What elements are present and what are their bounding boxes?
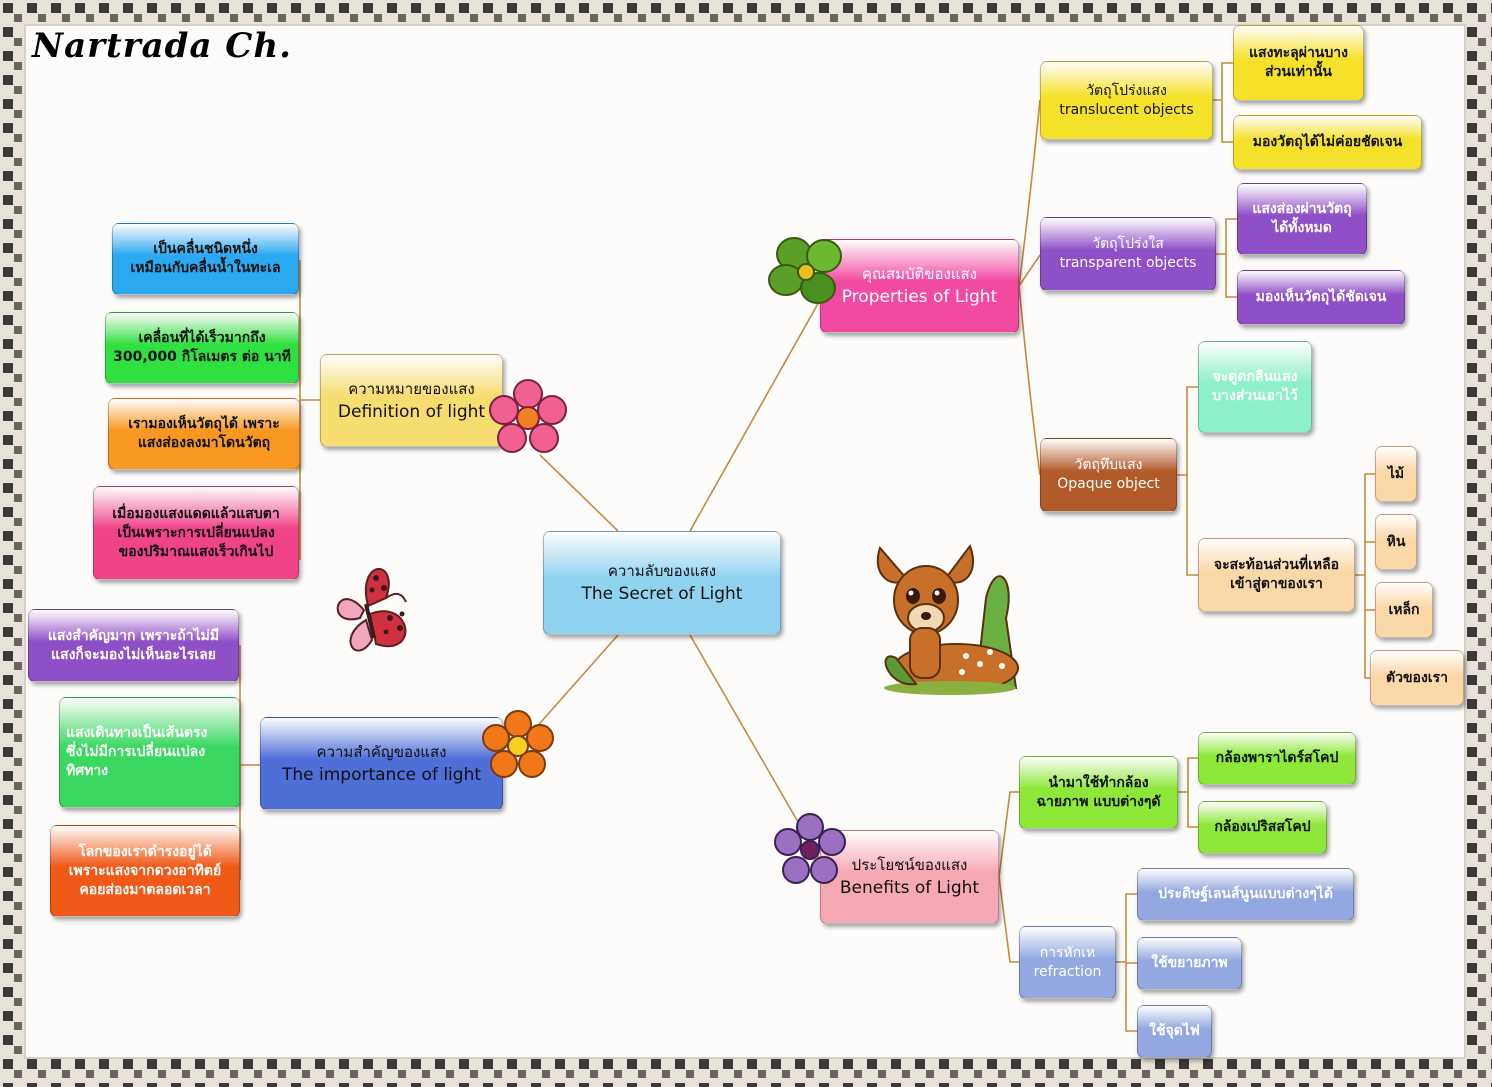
refraction-en: refraction (1033, 963, 1102, 980)
green-flower-icon (768, 237, 842, 304)
translucent-item[interactable]: มองวัตถุได้ไม่ค่อยชัดเจน (1233, 115, 1422, 170)
benefits-en: Benefits of Light (839, 878, 980, 898)
benefits-th: ประโยชน์ของแสง (851, 856, 968, 874)
opaque-node[interactable]: วัตถุทึบแสง Opaque object (1040, 438, 1177, 512)
opaque-example[interactable]: ไม้ (1375, 446, 1417, 502)
translucent-th: วัตถุโปร่งแสง (1086, 82, 1167, 99)
opaque-example[interactable]: ตัวของเรา (1370, 650, 1464, 706)
importance-node[interactable]: ความสำคัญของแสง The importance of light (260, 717, 503, 810)
item-line: นำมาใช้ทำกล้อง (1048, 774, 1149, 791)
center-node-th: ความลับของแสง (607, 562, 717, 580)
item-line: แสงทะลุผ่านบาง (1249, 45, 1348, 61)
transparent-en: transparent objects (1059, 255, 1197, 271)
item-line: คอยส่องมาตลอดเวลา (79, 881, 211, 898)
refraction-item[interactable]: ประดิษฐ์เลนส์นูนแบบต่างๆได้ (1137, 868, 1354, 921)
importance-th: ความสำคัญของแสง (316, 742, 447, 761)
item-line: แสงส่องผ่านวัตถุ (1252, 201, 1352, 217)
item-line: เพราะแสงจากดวงอาทิตย์ (68, 862, 222, 879)
item-line: เมื่อมองแสงแดดแล้วแสบตา (112, 505, 280, 522)
refraction-item[interactable]: ใช้จุดไฟ (1137, 1005, 1212, 1058)
item-line: มองเห็นวัตถุได้ชัดเจน (1255, 289, 1387, 305)
item-line: ของปริมาณแสงเร็วเกินไป (118, 543, 274, 560)
item-line: ได้ทั้งหมด (1272, 220, 1332, 236)
item-line: จะดูดกลืนแสง (1212, 369, 1298, 385)
importance-item[interactable]: แสงสำคัญมาก เพราะถ้าไม่มี แสงก็จะมองไม่เ… (28, 609, 239, 682)
item-line: แสงก็จะมองไม่เห็นอะไรเลย (51, 646, 216, 663)
item-line: แสงสำคัญมาก เพราะถ้าไม่มี (47, 627, 220, 644)
transparent-item[interactable]: มองเห็นวัตถุได้ชัดเจน (1237, 270, 1405, 325)
opaque-th: วัตถุทึบแสง (1074, 457, 1143, 473)
pink-flower-icon (489, 379, 567, 453)
properties-th: คุณสมบัติของแสง (862, 265, 977, 283)
item-line: บางส่วนเอาไว้ (1212, 388, 1298, 404)
deer-icon (876, 543, 1019, 695)
transparent-th: วัตถุโปร่งใส (1092, 236, 1164, 252)
translucent-en: translucent objects (1059, 101, 1194, 118)
item-line: มองวัตถุได้ไม่ค่อยชัดเจน (1252, 134, 1403, 150)
properties-en: Properties of Light (841, 287, 998, 307)
translucent-node[interactable]: วัตถุโปร่งแสง translucent objects (1040, 61, 1213, 140)
item-line: เคลื่อนที่ได้เร็วมากถึง (138, 330, 266, 346)
opaque-absorb-item[interactable]: จะดูดกลืนแสง บางส่วนเอาไว้ (1198, 341, 1312, 433)
example-label: หิน (1386, 533, 1406, 550)
item-line: ใช้ขยายภาพ (1151, 955, 1228, 971)
opaque-reflect-item[interactable]: จะสะท้อนส่วนที่เหลือ เข้าสู่ตาของเรา (1198, 538, 1355, 612)
refraction-item[interactable]: ใช้ขยายภาพ (1137, 937, 1242, 990)
definition-node[interactable]: ความหมายของแสง Definition of light (320, 354, 503, 447)
properties-node[interactable]: คุณสมบัติของแสง Properties of Light (820, 239, 1019, 333)
camera-node[interactable]: นำมาใช้ทำกล้อง ฉายภาพ แบบต่างๆดั (1019, 756, 1178, 829)
item-line: ส่วนเท่านั้น (1265, 64, 1332, 80)
camera-item[interactable]: กล้องพาราไดร์สโคป (1198, 732, 1356, 785)
center-node-en: The Secret of Light (581, 584, 743, 604)
center-node[interactable]: ความลับของแสง The Secret of Light (543, 531, 781, 635)
item-line: จะสะท้อนส่วนที่เหลือ (1213, 557, 1340, 573)
item-line: ทิศทาง (66, 763, 109, 779)
opaque-en: Opaque object (1057, 476, 1160, 492)
opaque-example[interactable]: หิน (1375, 514, 1417, 570)
author-signature: Nartrada Ch. (32, 26, 292, 66)
item-line: แสงเดินทางเป็นเส้นตรง (66, 725, 208, 741)
transparent-item[interactable]: แสงส่องผ่านวัตถุ ได้ทั้งหมด (1237, 183, 1367, 255)
refraction-th: การหักเห (1039, 944, 1096, 961)
definition-item[interactable]: เคลื่อนที่ได้เร็วมากถึง 300,000 กิโลเมตร… (105, 312, 299, 384)
example-label: ตัวของเรา (1386, 669, 1448, 686)
translucent-item[interactable]: แสงทะลุผ่านบาง ส่วนเท่านั้น (1233, 25, 1364, 101)
opaque-example[interactable]: เหล็ก (1375, 582, 1433, 638)
transparent-node[interactable]: วัตถุโปร่งใส transparent objects (1040, 217, 1216, 291)
definition-item[interactable]: เรามองเห็นวัตถุได้ เพราะ แสงส่องลงมาโดนว… (108, 398, 300, 470)
definition-item[interactable]: เป็นคลื่นชนิดหนึ่ง เหมือนกับคลื่นน้ำในทะ… (112, 223, 299, 295)
item-line: กล้องเปริสสโคป (1214, 819, 1311, 835)
definition-item[interactable]: เมื่อมองแสงแดดแล้วแสบตา เป็นเพราะการเปลี… (93, 486, 299, 580)
example-label: ไม้ (1387, 465, 1405, 482)
item-line: ประดิษฐ์เลนส์นูนแบบต่างๆได้ (1158, 886, 1333, 902)
item-line: ฉายภาพ แบบต่างๆดั (1036, 793, 1161, 810)
purple-flower-icon (774, 813, 846, 884)
definition-th: ความหมายของแสง (348, 379, 475, 398)
item-line: กล้องพาราไดร์สโคป (1215, 750, 1339, 766)
benefits-node[interactable]: ประโยชน์ของแสง Benefits of Light (820, 830, 999, 924)
importance-item[interactable]: โลกของเราดำรงอยู่ได้ เพราะแสงจากดวงอาทิต… (50, 825, 240, 917)
camera-item[interactable]: กล้องเปริสสโคป (1198, 801, 1327, 854)
item-line: โลกของเราดำรงอยู่ได้ (78, 843, 212, 860)
importance-item[interactable]: แสงเดินทางเป็นเส้นตรง ซึ่งไม่มีการเปลี่ย… (59, 697, 240, 808)
example-label: เหล็ก (1388, 601, 1420, 618)
item-line: เรามองเห็นวัตถุได้ เพราะ (128, 416, 280, 432)
item-line: เหมือนกับคลื่นน้ำในทะเล (130, 260, 281, 276)
item-line: เป็นเพราะการเปลี่ยนแปลง (117, 524, 275, 541)
item-line: เข้าสู่ตาของเรา (1230, 576, 1323, 592)
importance-en: The importance of light (281, 764, 482, 785)
item-line: แสงส่องลงมาโดนวัตถุ (137, 435, 271, 451)
item-line: 300,000 กิโลเมตร ต่อ นาที (113, 349, 291, 365)
orange-flower-icon (482, 710, 554, 778)
refraction-node[interactable]: การหักเห refraction (1019, 926, 1116, 999)
item-line: เป็นคลื่นชนิดหนึ่ง (153, 241, 258, 257)
butterfly-icon (336, 568, 407, 652)
item-line: ใช้จุดไฟ (1149, 1023, 1200, 1039)
definition-en: Definition of light (337, 401, 486, 422)
item-line: ซึ่งไม่มีการเปลี่ยนแปลง (66, 744, 206, 760)
